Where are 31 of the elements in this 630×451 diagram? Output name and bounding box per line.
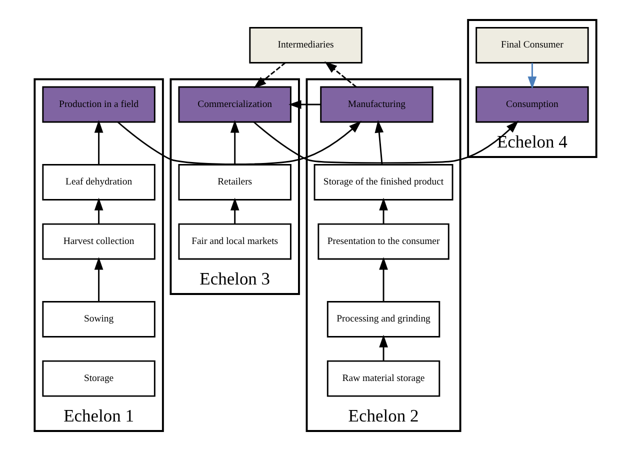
arrow: [230, 120, 239, 164]
node-box: Processing and grinding: [326, 301, 440, 338]
node-box: Raw material storage: [326, 360, 440, 397]
node-box: Final Consumer: [475, 27, 588, 64]
node-box: Harvest collection: [42, 223, 155, 260]
arrow: [527, 62, 536, 90]
node-box: Manufacturing: [320, 86, 433, 123]
arrow: [116, 120, 361, 165]
arrow: [230, 198, 239, 224]
node-box: Leaf dehydration: [42, 164, 155, 200]
node-box: Storage: [42, 360, 155, 397]
node-box: Consumption: [475, 86, 588, 123]
arrow: [94, 120, 103, 164]
node-box: Commercialization: [178, 86, 291, 123]
arrow: [94, 257, 103, 302]
arrow: [252, 120, 518, 164]
arrow: [378, 198, 388, 224]
node-box: Sowing: [42, 301, 155, 338]
node-box: Storage of the finished product: [313, 164, 453, 200]
node-box: Presentation to the consumer: [317, 223, 449, 260]
arrow: [253, 62, 286, 88]
node-box: Fair and local markets: [178, 223, 291, 260]
arrow: [378, 257, 388, 302]
arrow: [288, 100, 320, 109]
node-box: Retailers: [178, 164, 291, 200]
node-box: Intermediaries: [248, 27, 362, 64]
arrow: [374, 120, 384, 165]
arrow: [324, 61, 356, 88]
node-box: Production in a field: [42, 86, 155, 123]
arrow: [378, 334, 388, 361]
arrow: [94, 198, 103, 224]
